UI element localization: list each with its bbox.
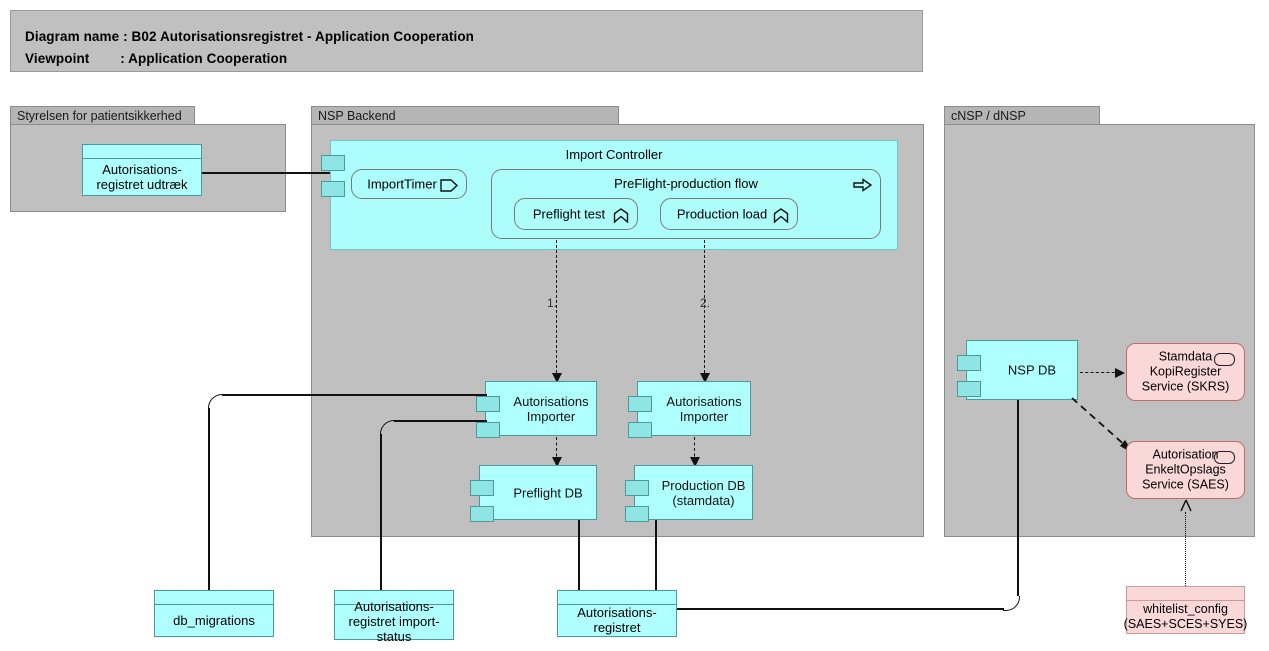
data-object-autorisationsregistret[interactable]: Autorisations- registret (557, 590, 677, 637)
assoc-importer-to-import-status-h (394, 420, 487, 422)
dependency-nspdb-to-skrs (1080, 372, 1120, 373)
assoc-preflight-db-to-registret (578, 520, 580, 590)
assoc-corner (1003, 596, 1020, 611)
component-port-2 (625, 506, 649, 522)
service-skrs[interactable]: Stamdata KopiRegister Service (SKRS) (1126, 343, 1245, 401)
assoc-importer-to-db-migrations-h (222, 394, 487, 396)
component-label: Autorisations Importer (666, 393, 742, 424)
dependency-arrowhead (690, 457, 700, 467)
connector-udtraek-to-controller (202, 172, 332, 174)
component-label: Production DB (stamdata) (661, 477, 746, 508)
import-timer-label: ImportTimer (367, 176, 437, 192)
flow-title: PreFlight-production flow (614, 176, 758, 191)
assoc-nspdb-to-registret-v (1017, 400, 1019, 596)
data-object-label: Autorisations- registret udtræk (96, 161, 188, 192)
component-autorisations-importer-production[interactable]: Autorisations Importer (628, 381, 751, 438)
dependency-preflight-importer-to-db (556, 437, 557, 462)
assoc-corner (380, 420, 397, 437)
flow-line-1 (556, 240, 557, 378)
component-import-controller[interactable]: Import Controller ImportTimer PreFlight-… (321, 140, 898, 250)
data-object-header-bar (335, 591, 453, 605)
dependency-arrowhead (1115, 368, 1125, 378)
production-load-label: Production load (676, 206, 768, 222)
function-chevron-icon (613, 208, 629, 223)
dependency-production-importer-to-db (694, 437, 695, 462)
component-nsp-db[interactable]: NSP DB (957, 340, 1078, 400)
component-production-db[interactable]: Production DB (stamdata) (625, 465, 753, 522)
event-import-timer[interactable]: ImportTimer (351, 169, 467, 199)
component-port-1 (628, 396, 652, 412)
flow-step-2-label: 2. (700, 296, 711, 310)
group-tab-cnsp-dnsp: cNSP / dNSP (944, 106, 1100, 124)
preflight-test-label: Preflight test (532, 206, 606, 222)
data-object-label: Autorisations- registret import- status (348, 599, 440, 644)
component-port-1 (470, 480, 494, 496)
group-tab-styrelsen: Styrelsen for patientsikkerhed (10, 106, 195, 124)
data-object-header-bar (83, 145, 201, 159)
process-preflight-production-flow[interactable]: PreFlight-production flow Preflight test… (491, 169, 881, 239)
component-port-1 (625, 480, 649, 496)
component-port-2 (476, 422, 500, 438)
data-object-autorisationsregistret-import-status[interactable]: Autorisations- registret import- status (334, 590, 454, 644)
data-object-label: db_migrations (173, 612, 255, 628)
component-preflight-db[interactable]: Preflight DB (470, 465, 597, 522)
dependency-arrowhead (552, 457, 562, 467)
service-icon (1214, 353, 1235, 366)
service-icon (1214, 451, 1235, 464)
group-tab-nsp-backend: NSP Backend (311, 106, 619, 124)
data-object-header-bar (155, 591, 273, 605)
realization-arrowhead (1180, 499, 1192, 512)
data-object-autorisationsregistret-udtraek[interactable]: Autorisations- registret udtræk (82, 144, 202, 196)
component-port-1 (476, 396, 500, 412)
service-label: Autorisation EnkeltOpslags Service (SAES… (1142, 447, 1229, 492)
assoc-importer-to-import-status-v (380, 434, 382, 590)
flow-arrowhead-2 (700, 373, 710, 383)
viewpoint-line: Viewpoint : Application Cooperation (25, 51, 288, 66)
realization-whitelist-to-saes (1185, 512, 1186, 586)
controller-port-2 (321, 181, 345, 197)
component-label: Preflight DB (513, 485, 583, 500)
component-port-1 (957, 355, 981, 371)
diagram-title-box: Diagram name : B02 Autorisationsregistre… (10, 10, 923, 72)
process-arrow-icon (853, 178, 872, 192)
event-icon (440, 179, 458, 192)
diagram-name-line: Diagram name : B02 Autorisationsregistre… (25, 29, 475, 44)
component-label: Autorisations Importer (513, 393, 589, 424)
flow-step-1-label: 1. (547, 296, 558, 310)
data-object-label: whitelist_config (SAES+SCES+SYES) (1123, 601, 1248, 631)
assoc-corner (208, 394, 225, 411)
function-preflight-test[interactable]: Preflight test (514, 198, 638, 230)
data-object-header-bar (1127, 587, 1244, 601)
function-production-load[interactable]: Production load (660, 198, 798, 230)
component-port-2 (957, 381, 981, 397)
controller-port-1 (321, 155, 345, 171)
flow-line-2 (704, 240, 705, 378)
data-object-header-bar (558, 591, 676, 605)
flow-arrowhead-1 (552, 373, 562, 383)
import-controller-title: Import Controller (565, 147, 663, 162)
service-saes[interactable]: Autorisation EnkeltOpslags Service (SAES… (1126, 441, 1245, 499)
service-label: Stamdata KopiRegister Service (SKRS) (1141, 349, 1230, 394)
component-port-2 (470, 506, 494, 522)
component-label: NSP DB (1007, 362, 1057, 378)
assoc-importer-to-db-migrations-v (208, 408, 210, 590)
data-object-db-migrations[interactable]: db_migrations (154, 590, 274, 637)
data-object-whitelist-config[interactable]: whitelist_config (SAES+SCES+SYES) (1123, 586, 1248, 634)
assoc-production-db-to-registret (655, 520, 657, 590)
assoc-nspdb-to-registret-h (677, 608, 1004, 610)
component-autorisations-importer-preflight[interactable]: Autorisations Importer (476, 381, 597, 438)
component-port-2 (628, 422, 652, 438)
function-chevron-icon (773, 208, 789, 223)
data-object-label: Autorisations- registret (577, 605, 657, 635)
